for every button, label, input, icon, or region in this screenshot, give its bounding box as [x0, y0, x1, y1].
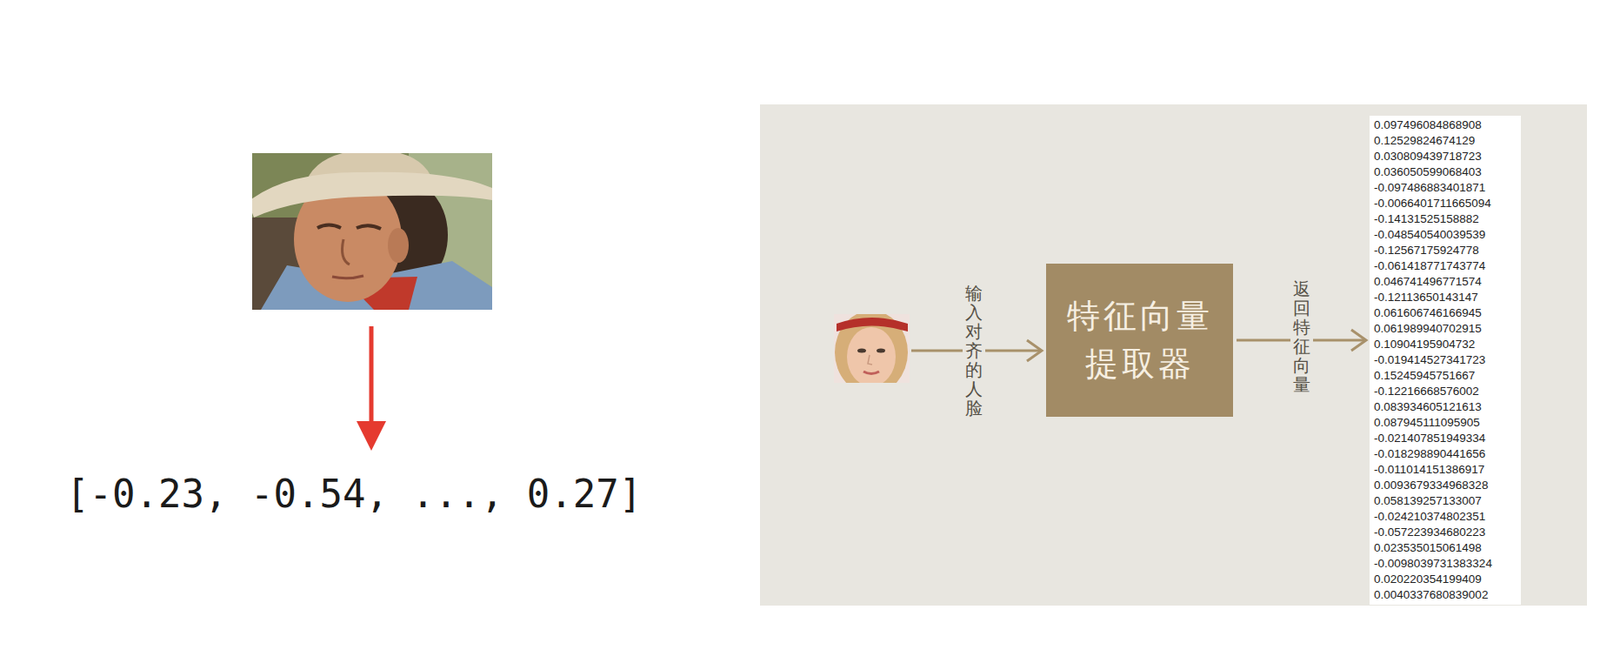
- vector-value: 0.10904195904732: [1373, 336, 1475, 352]
- vector-value: -0.021407851949334: [1373, 430, 1486, 446]
- vector-value: 0.0093679334968328: [1373, 477, 1488, 493]
- vector-value: -0.048540540039539: [1373, 226, 1486, 242]
- vector-value: -0.12113650143147: [1373, 289, 1479, 305]
- extractor-box: 特征向量 提取器: [1046, 263, 1234, 417]
- vector-value: 0.046741496771574: [1373, 273, 1482, 289]
- vector-value: 0.12529824674129: [1373, 133, 1475, 148]
- vector-value: -0.061418771743774: [1373, 258, 1486, 274]
- vector-value: 0.083934605121613: [1373, 399, 1482, 414]
- vector-value: 0.020220354199409: [1373, 571, 1482, 587]
- vector-value: -0.0098039731383324: [1373, 555, 1493, 571]
- box-title: 特征向量 提取器: [1056, 292, 1223, 388]
- vector-value: -0.14131525158882: [1373, 211, 1480, 227]
- man-photo: [252, 153, 493, 310]
- vector-value: 0.087945111095905: [1373, 414, 1480, 430]
- vector-value: 0.058139257133007: [1373, 493, 1482, 508]
- vector-value: 0.061989940702915: [1373, 320, 1482, 336]
- vector-value: -0.0066401711665094: [1373, 195, 1492, 211]
- face-photo: [833, 313, 910, 383]
- vector-value: -0.12216668576002: [1373, 383, 1480, 399]
- vector-value: -0.011014151386917: [1373, 461, 1485, 477]
- vector-value: -0.057223934680223: [1373, 524, 1486, 540]
- vector-value: -0.024210374802351: [1373, 508, 1486, 524]
- vector-value: -0.019414527341723: [1373, 352, 1486, 367]
- vector-value: 0.097496084868908: [1373, 117, 1482, 133]
- vector-value: -0.018298890441656: [1373, 446, 1486, 461]
- vector-value: 0.15245945751667: [1373, 367, 1475, 383]
- edge-label: 返回特征向量: [1290, 277, 1314, 396]
- vector-value: 0.036050599068403: [1373, 164, 1482, 180]
- vector-value: -0.097486883401871: [1373, 180, 1486, 195]
- vector-value: 0.023535015061498: [1373, 540, 1482, 555]
- red-arrow: [356, 326, 387, 451]
- vector-value: 0.061606746166945: [1373, 305, 1482, 320]
- vector-value: 0.0040337680839002: [1373, 586, 1488, 602]
- vector-value: -0.12567175924778: [1373, 242, 1480, 258]
- vector-example: [-0.23, -0.54, ..., 0.27]: [66, 471, 642, 516]
- panel-background: [760, 104, 1587, 606]
- input-label: 输入对齐的人脸: [962, 281, 986, 420]
- vector-list: 0.0974960848689080.125298246741290.03080…: [1369, 115, 1521, 605]
- arrow-head: [1351, 329, 1367, 351]
- vector-value: 0.030809439718723: [1373, 148, 1482, 164]
